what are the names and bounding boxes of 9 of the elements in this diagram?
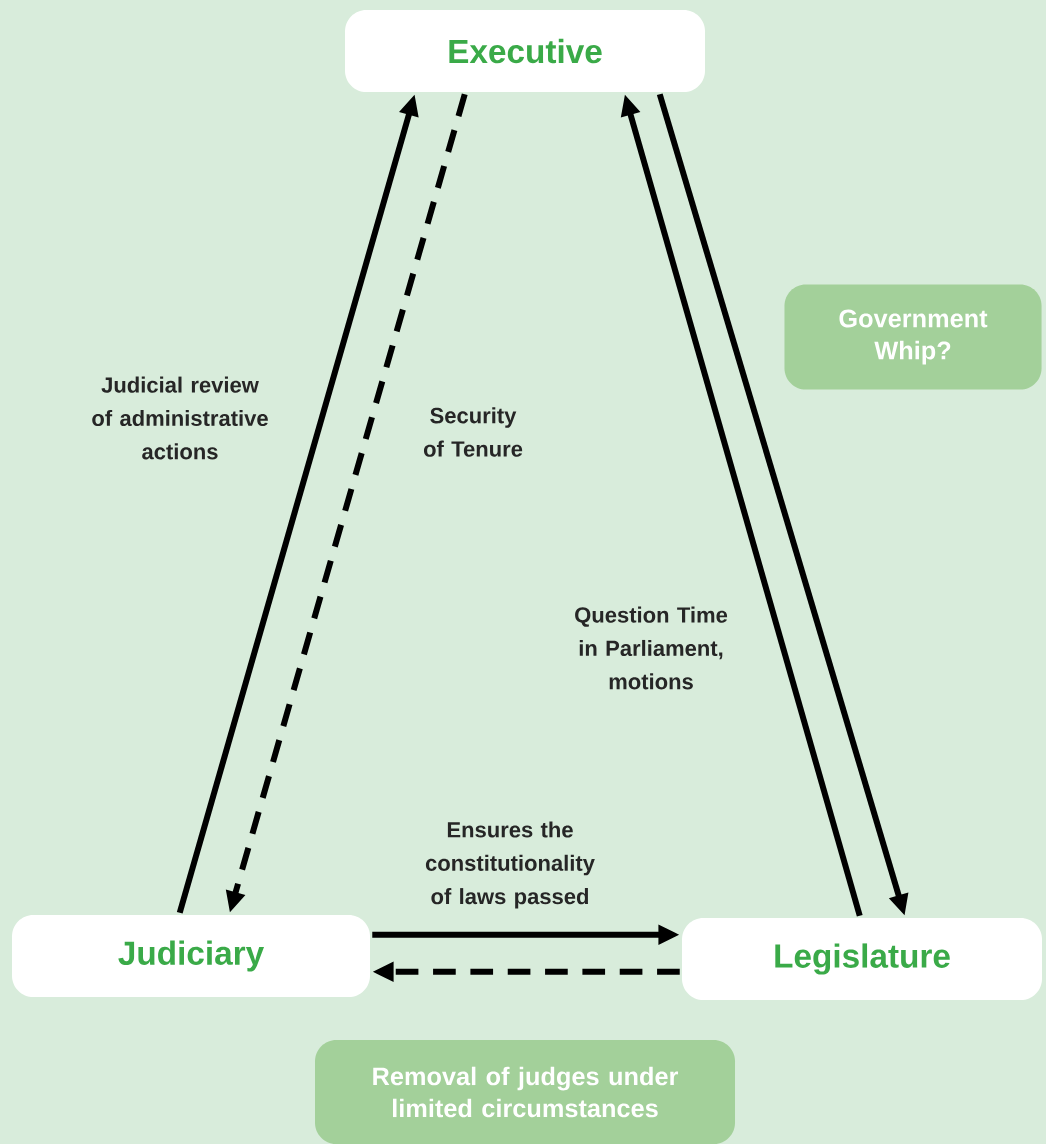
edge-label: Judicial review of administrative actions	[92, 376, 268, 460]
branch-box: Executive	[345, 10, 705, 92]
edge-label: Security of Tenure	[423, 407, 523, 457]
edge-label: Ensures the constitutionality of laws passed	[425, 821, 595, 909]
branch-box: Legislature	[682, 918, 1042, 1000]
note-box: Removal of judges under limited circumstances	[315, 1040, 735, 1144]
branch-box: Judiciary	[12, 915, 370, 997]
edge-label: Question Time in Parliament, motions	[575, 606, 728, 690]
note-box: Government Whip?	[784, 284, 1042, 390]
